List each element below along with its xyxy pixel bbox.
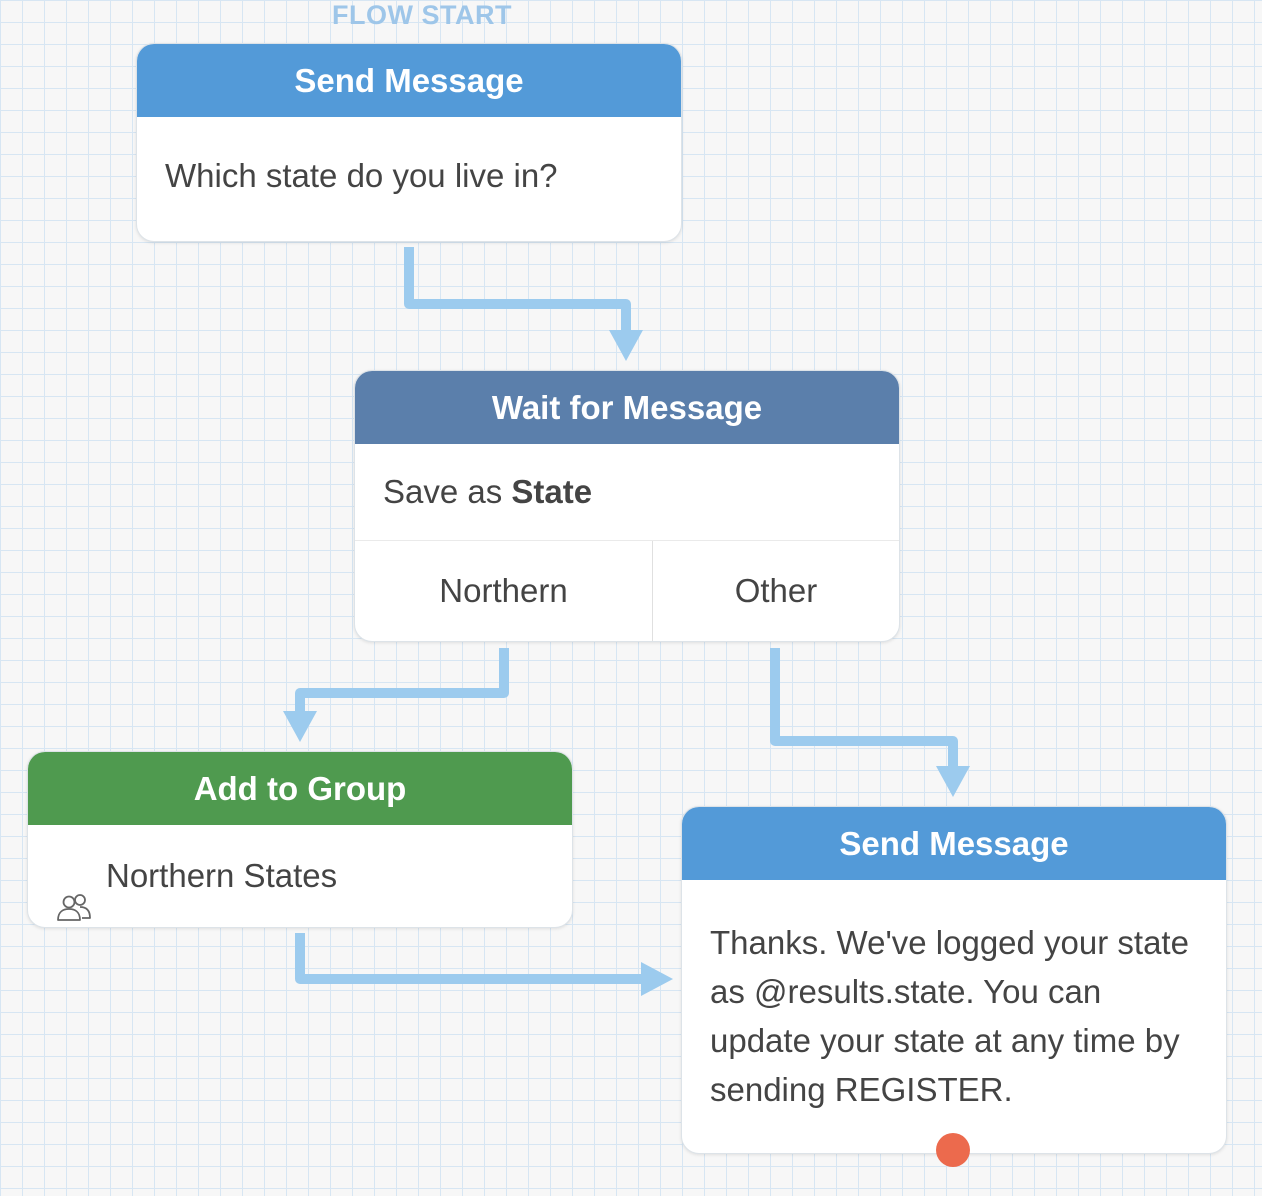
- save-as-row: Save as State: [355, 444, 899, 541]
- add-to-group-node[interactable]: Add to Group Northern States: [27, 751, 573, 928]
- wait-for-message-node[interactable]: Wait for Message Save as State Northern …: [354, 370, 900, 642]
- save-as-variable: State: [511, 473, 593, 510]
- connector-northern-to-group: [295, 648, 509, 713]
- send-message-node[interactable]: Send Message Which state do you live in?: [136, 43, 682, 242]
- arrow-head-icon: [609, 330, 643, 361]
- group-name: Northern States: [106, 857, 338, 894]
- save-as-prefix: Save as: [383, 473, 503, 510]
- flow-start-label: FLOW START: [332, 0, 512, 30]
- send-message-node[interactable]: Send Message Thanks. We've logged your s…: [681, 806, 1227, 1154]
- group-row: Northern States: [28, 825, 572, 927]
- case-other[interactable]: Other: [734, 572, 818, 609]
- node-header-add-to-group[interactable]: Add to Group: [28, 752, 572, 825]
- case-northern[interactable]: Northern: [355, 541, 653, 641]
- connector-group-to-send2: [295, 933, 643, 984]
- group-icon: [56, 861, 92, 921]
- node-header-send-message[interactable]: Send Message: [682, 807, 1226, 880]
- connector-other-to-send2: [770, 648, 958, 768]
- node-header-wait-for-message[interactable]: Wait for Message: [355, 371, 899, 444]
- case-row: Northern Other: [355, 541, 899, 641]
- arrow-head-icon: [936, 766, 970, 797]
- node-header-send-message[interactable]: Send Message: [137, 44, 681, 117]
- message-text: Thanks. We've logged your state as @resu…: [710, 924, 1189, 1108]
- exit-handle[interactable]: [936, 1133, 970, 1167]
- arrow-head-icon: [641, 962, 673, 996]
- arrow-head-icon: [283, 711, 317, 742]
- connector-send1-to-wait: [404, 247, 631, 332]
- message-text: Which state do you live in?: [165, 157, 558, 194]
